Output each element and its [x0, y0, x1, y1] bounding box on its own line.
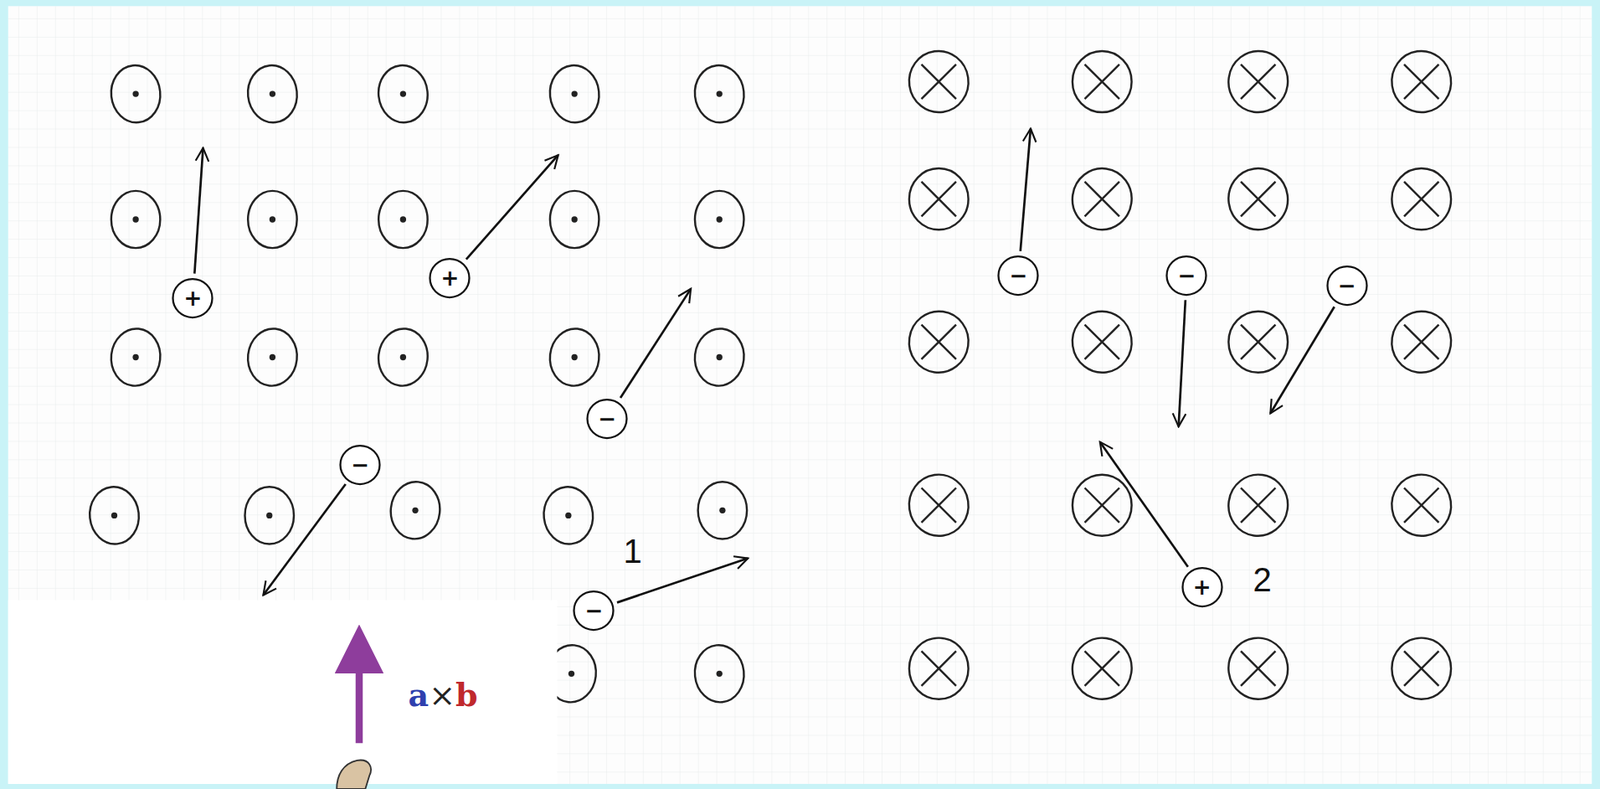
- charge-sign: +: [1193, 576, 1212, 598]
- field-in-symbol: [1068, 164, 1136, 234]
- field-in-symbol: [905, 470, 973, 540]
- velocity-arrow: [1020, 128, 1031, 252]
- charge-circle: +: [1181, 565, 1224, 608]
- velocity-arrow: [466, 154, 559, 259]
- field-out-symbol: [387, 478, 443, 541]
- charge-circle: −: [586, 397, 628, 440]
- paper: [8, 5, 1593, 784]
- field-in-symbol: [1224, 470, 1292, 540]
- field-in-symbol: [1391, 168, 1451, 230]
- charge-circle: −: [1326, 264, 1369, 307]
- vector-symbol: a: [408, 679, 430, 711]
- charge-sign: −: [584, 599, 603, 622]
- velocity-arrow: [620, 288, 691, 398]
- field-out-symbol: [540, 483, 596, 546]
- callout-number: 1: [623, 534, 643, 568]
- vector-symbol: b: [455, 679, 479, 711]
- field-out-symbol: [694, 190, 745, 248]
- hand-finger: [336, 760, 371, 789]
- field-out-symbol: [698, 481, 748, 539]
- field-out-symbol: [111, 190, 161, 248]
- field-in-symbol: [1224, 633, 1292, 703]
- charge-sign: −: [1008, 264, 1028, 287]
- field-out-symbol: [245, 62, 300, 125]
- field-out-symbol: [550, 190, 600, 248]
- velocity-arrow: [262, 483, 345, 595]
- field-in-symbol: [1388, 470, 1456, 540]
- field-out-symbol: [108, 326, 163, 389]
- charge-sign: −: [597, 407, 617, 430]
- field-in-symbol: [1224, 164, 1292, 234]
- field-out-symbol: [692, 62, 747, 125]
- field-out-symbol: [378, 190, 428, 248]
- velocity-arrow: [194, 148, 203, 274]
- field-in-symbol: [1068, 633, 1136, 703]
- charge-circle: −: [1165, 254, 1208, 297]
- field-out-symbol: [375, 62, 431, 125]
- charge-sign: −: [350, 453, 370, 476]
- field-in-symbol: [1224, 46, 1292, 116]
- field-in-symbol: [1228, 311, 1288, 373]
- velocity-arrow: [1100, 442, 1189, 567]
- vector-symbol: ×: [428, 679, 456, 711]
- field-out-symbol: [108, 62, 163, 125]
- field-in-symbol: [909, 168, 969, 230]
- velocity-arrow: [1270, 306, 1334, 413]
- field-in-symbol: [1391, 637, 1451, 700]
- velocity-arrow: [1178, 299, 1186, 427]
- paper-grid: [8, 5, 1593, 784]
- field-in-symbol: [909, 637, 969, 700]
- field-in-symbol: [1068, 307, 1136, 376]
- field-out-symbol: [692, 642, 747, 705]
- cross-product-arrow: [355, 668, 364, 743]
- charge-circle: +: [171, 277, 214, 319]
- field-in-symbol: [1388, 46, 1456, 116]
- field-out-symbol: [546, 326, 602, 389]
- field-in-symbol: [905, 46, 973, 116]
- field-out-symbol: [87, 483, 142, 546]
- callout-number: 2: [1252, 562, 1271, 597]
- charge-sign: +: [183, 287, 202, 309]
- field-out-symbol: [245, 486, 295, 544]
- field-in-symbol: [1072, 51, 1132, 113]
- field-out-symbol: [546, 62, 602, 125]
- field-out-symbol: [247, 190, 298, 248]
- field-out-symbol: [375, 326, 431, 389]
- field-out-symbol: [245, 326, 300, 389]
- charge-sign: −: [1178, 264, 1197, 287]
- field-in-symbol: [1388, 307, 1456, 376]
- charge-circle: +: [428, 257, 471, 299]
- field-out-symbol: [692, 326, 747, 389]
- charge-sign: +: [441, 267, 460, 289]
- field-in-symbol: [1072, 474, 1132, 536]
- charge-circle: −: [997, 254, 1040, 297]
- inset-panel: [8, 600, 558, 784]
- charge-sign: −: [1337, 274, 1357, 297]
- charge-circle: −: [339, 443, 381, 486]
- field-in-symbol: [905, 307, 973, 376]
- cross-product-label: a×b: [408, 679, 479, 711]
- charge-circle: −: [572, 589, 615, 632]
